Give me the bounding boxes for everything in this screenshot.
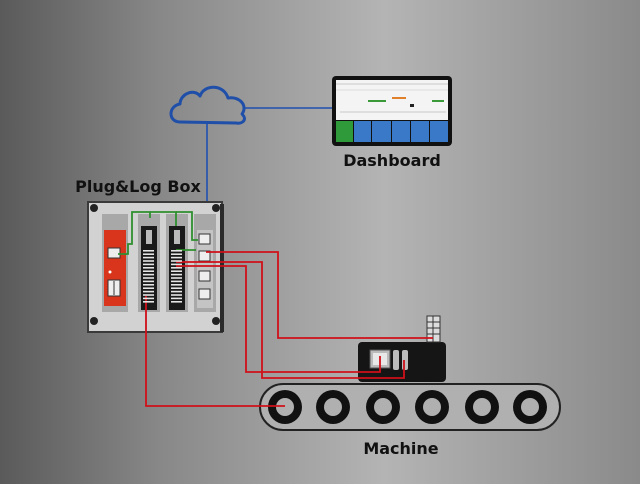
roller bbox=[513, 390, 547, 424]
terminal-pin bbox=[143, 280, 154, 283]
roller bbox=[465, 390, 499, 424]
conveyor-belt bbox=[259, 383, 561, 431]
machine-control-box bbox=[358, 342, 446, 382]
dashboard-tile bbox=[411, 121, 429, 142]
terminal-pin bbox=[171, 280, 182, 283]
terminal-pin bbox=[143, 270, 154, 272]
terminal-pin bbox=[143, 273, 154, 276]
dashboard-tile bbox=[392, 121, 410, 142]
dashboard-tile bbox=[430, 121, 448, 142]
terminal-pin bbox=[171, 287, 182, 289]
terminal-pin bbox=[143, 284, 154, 286]
io-module-2 bbox=[166, 214, 188, 312]
terminal-pin bbox=[171, 284, 182, 286]
dashboard-tile bbox=[372, 121, 391, 142]
conveyor-rollers bbox=[268, 390, 547, 424]
terminal-pin bbox=[143, 263, 154, 266]
terminal-pin bbox=[143, 267, 154, 269]
io-module-1 bbox=[138, 214, 160, 312]
terminal-pin bbox=[171, 253, 182, 255]
terminal-pin bbox=[171, 263, 182, 266]
dashboard-tile bbox=[336, 121, 353, 142]
terminal-pin bbox=[143, 287, 154, 289]
switch-module bbox=[194, 214, 216, 312]
terminal-pin bbox=[143, 290, 154, 293]
terminal-pin bbox=[143, 260, 154, 262]
terminal-pin bbox=[171, 270, 182, 272]
machine-label: Machine bbox=[363, 439, 438, 458]
terminal-pin bbox=[171, 294, 182, 296]
cloud-icon bbox=[169, 85, 246, 125]
roller bbox=[415, 390, 449, 424]
terminal-pin bbox=[171, 290, 182, 293]
dashboard-label: Dashboard bbox=[343, 151, 441, 170]
signal-wire bbox=[176, 265, 381, 373]
sensor bbox=[426, 315, 441, 343]
terminal-pin bbox=[171, 250, 182, 252]
dashboard-tiles bbox=[336, 121, 448, 142]
terminal-pin bbox=[143, 253, 154, 255]
terminal-pin bbox=[171, 273, 182, 276]
dashboard-tile bbox=[354, 121, 371, 142]
terminal-pin bbox=[143, 297, 154, 300]
terminal-pin bbox=[171, 256, 182, 259]
roller bbox=[366, 390, 400, 424]
plug-log-box-label: Plug&Log Box bbox=[75, 177, 201, 196]
terminal-pin bbox=[171, 301, 182, 303]
roller bbox=[268, 390, 302, 424]
signal-wire bbox=[145, 296, 285, 407]
terminal-pin bbox=[171, 297, 182, 300]
bus-wire bbox=[176, 211, 198, 241]
terminal-pin bbox=[171, 267, 182, 269]
terminal-pin bbox=[143, 256, 154, 259]
controller-module bbox=[102, 214, 128, 312]
dashboard-monitor bbox=[332, 76, 452, 146]
terminal-pin bbox=[143, 277, 154, 279]
plug-log-box bbox=[87, 201, 224, 333]
terminal-pin bbox=[171, 260, 182, 262]
terminal-pin bbox=[143, 294, 154, 296]
terminal-pin bbox=[143, 250, 154, 252]
terminal-pin bbox=[171, 277, 182, 279]
signal-wire bbox=[176, 261, 405, 379]
signal-wire bbox=[206, 251, 433, 339]
terminal-pin bbox=[143, 301, 154, 303]
roller bbox=[316, 390, 350, 424]
